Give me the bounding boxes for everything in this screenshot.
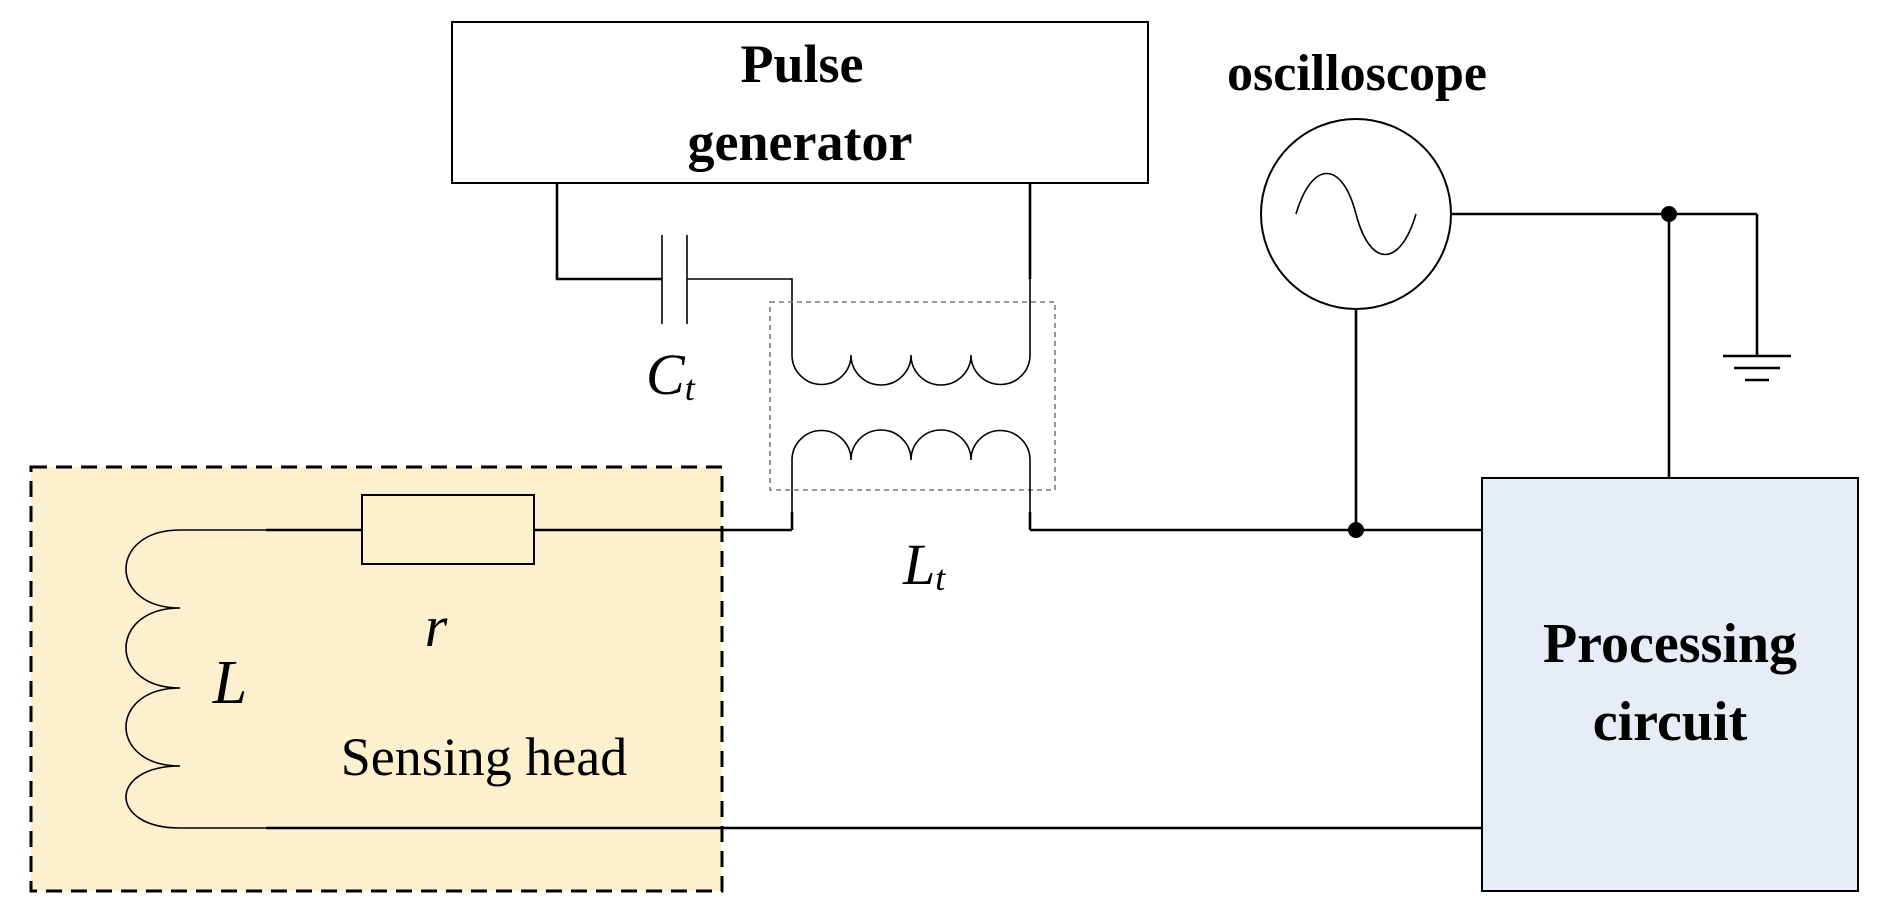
ground-icon (1723, 354, 1791, 382)
capacitor-subscript: t (685, 368, 696, 408)
transformer-subscript: t (935, 558, 946, 598)
pulse-generator-label-line1: Pulse (740, 34, 863, 94)
inductor-coil (125, 529, 181, 829)
capacitor-symbol: C (646, 342, 686, 407)
processing-circuit-label-line2: circuit (1593, 691, 1748, 753)
capacitor-label: Ct (646, 342, 696, 408)
inductor-label: L (212, 649, 247, 717)
capacitor-to-transformer-wire (687, 278, 793, 355)
oscilloscope-label: oscilloscope (1227, 45, 1487, 102)
processing-circuit-label-line1: Processing (1543, 613, 1797, 675)
transformer-box (769, 301, 1056, 491)
transformer-label: Lt (902, 532, 946, 598)
transformer-symbol: L (902, 532, 935, 597)
sensing-head-label: Sensing head (341, 727, 627, 787)
processing-circuit-box (1481, 477, 1859, 892)
oscilloscope-sine-icon (1295, 172, 1417, 256)
pulse-generator-left-wire (555, 183, 662, 281)
pulse-generator-label-line2: generator (688, 112, 913, 172)
pulse-generator-box (451, 21, 1149, 184)
transformer-primary-winding (791, 354, 1031, 386)
resistor-label: r (425, 594, 448, 659)
transformer-secondary-winding (791, 429, 1031, 461)
resistor (361, 494, 535, 565)
